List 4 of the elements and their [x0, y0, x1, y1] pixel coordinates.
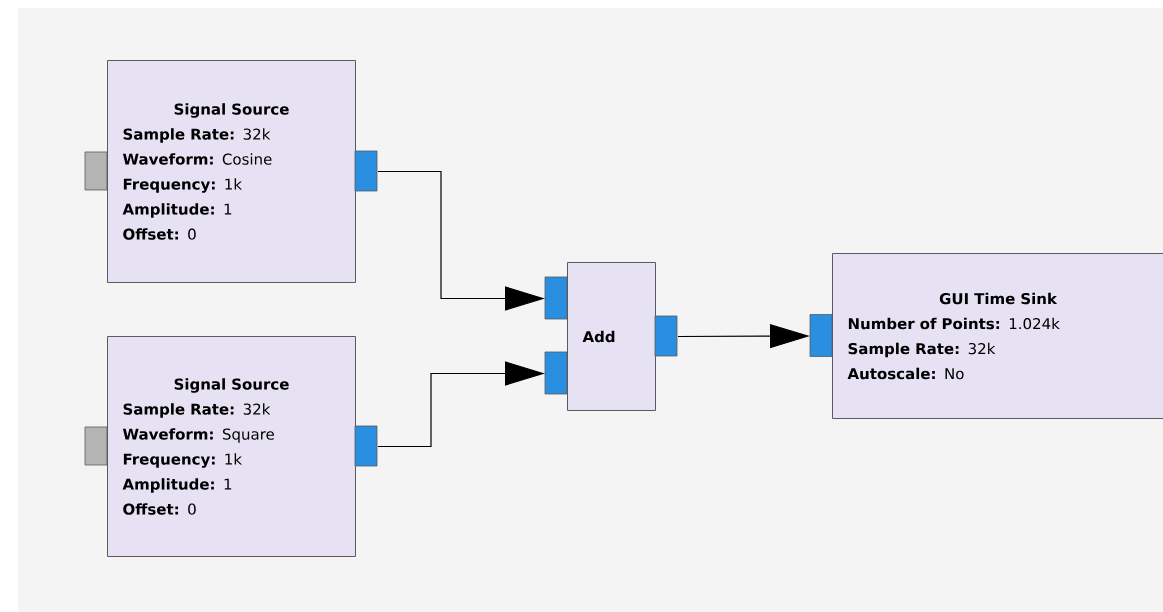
block-box: Signal Source Sample Rate: 32k Waveform: Square Frequency: 1k Amplitude: 1 Offset: 0 [107, 336, 356, 557]
block-box: Add [567, 262, 656, 411]
block-box: Signal Source Sample Rate: 32k Waveform: Cosine Frequency: 1k Amplitude: 1 Offset: 0 [107, 60, 356, 283]
block-box: GUI Time Sink Number of Points: 1.024k Sample Rate: 32k Autoscale: No [832, 253, 1163, 419]
